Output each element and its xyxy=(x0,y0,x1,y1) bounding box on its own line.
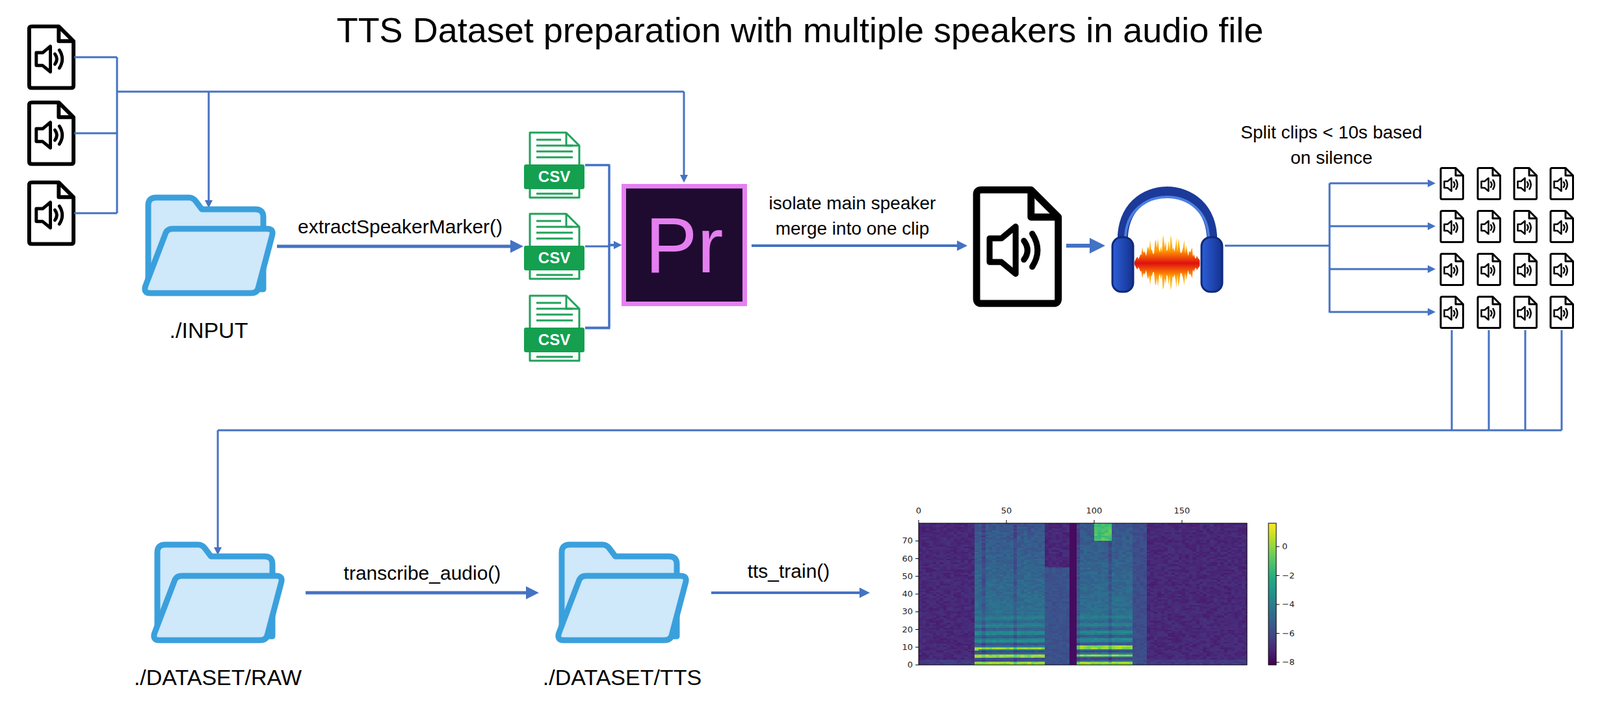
canvas: TTS Dataset preparation with multiple sp… xyxy=(0,0,1600,726)
